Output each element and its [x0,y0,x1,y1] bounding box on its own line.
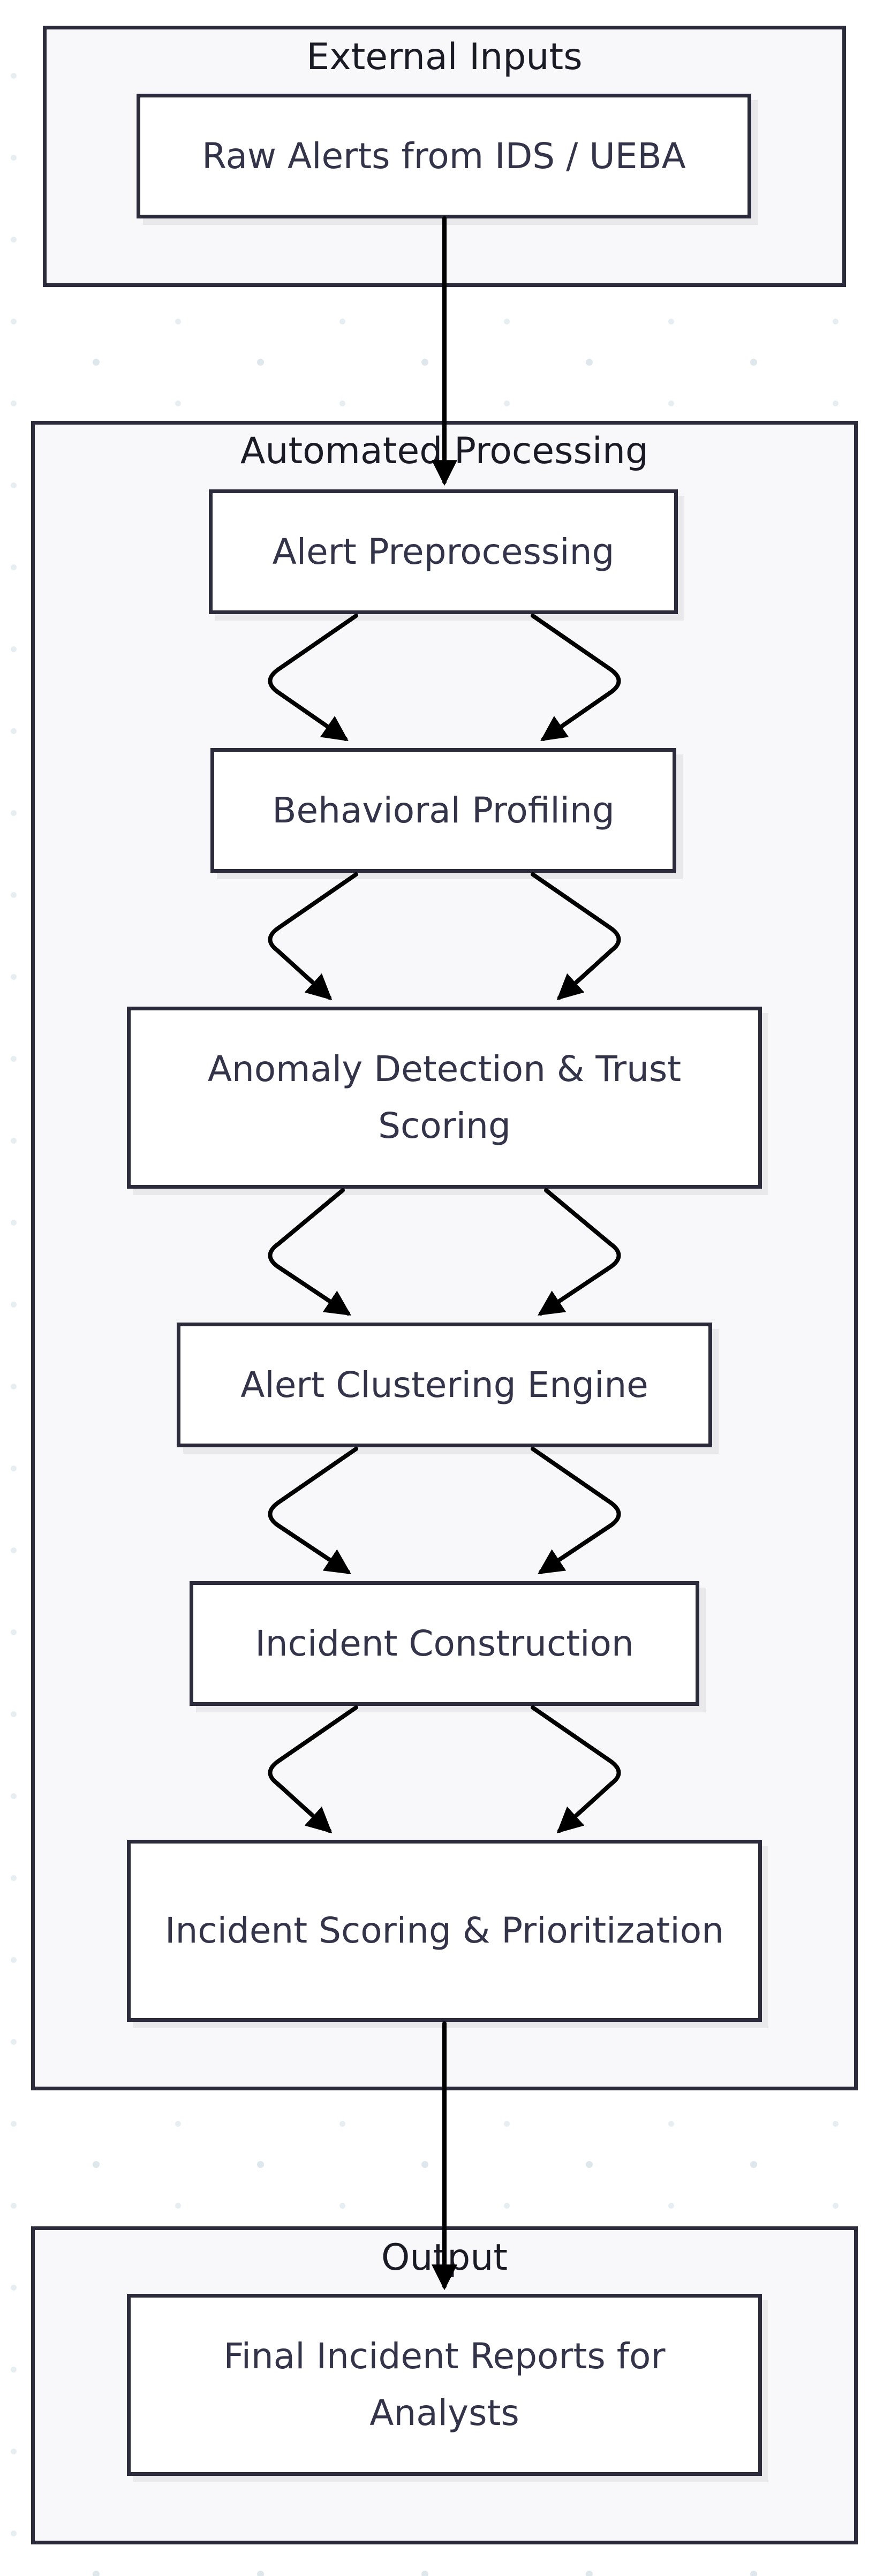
group-title-output: Output [381,2237,508,2279]
node-alert-clustering[interactable]: Alert Clustering Engine [177,1323,712,1447]
node-incident-scoring[interactable]: Incident Scoring & Prioritization [127,1840,762,2022]
node-raw-alerts[interactable]: Raw Alerts from IDS / UEBA [137,94,751,218]
group-title-automated-processing: Automated Processing [240,430,649,472]
node-behavioral-profiling[interactable]: Behavioral Profiling [210,748,676,873]
node-incident-construction[interactable]: Incident Construction [190,1581,699,1706]
node-final-reports[interactable]: Final Incident Reports for Analysts [127,2294,762,2476]
node-alert-preprocessing[interactable]: Alert Preprocessing [209,489,678,614]
node-anomaly-detection[interactable]: Anomaly Detection & Trust Scoring [127,1007,762,1189]
group-title-external-inputs: External Inputs [306,36,583,78]
